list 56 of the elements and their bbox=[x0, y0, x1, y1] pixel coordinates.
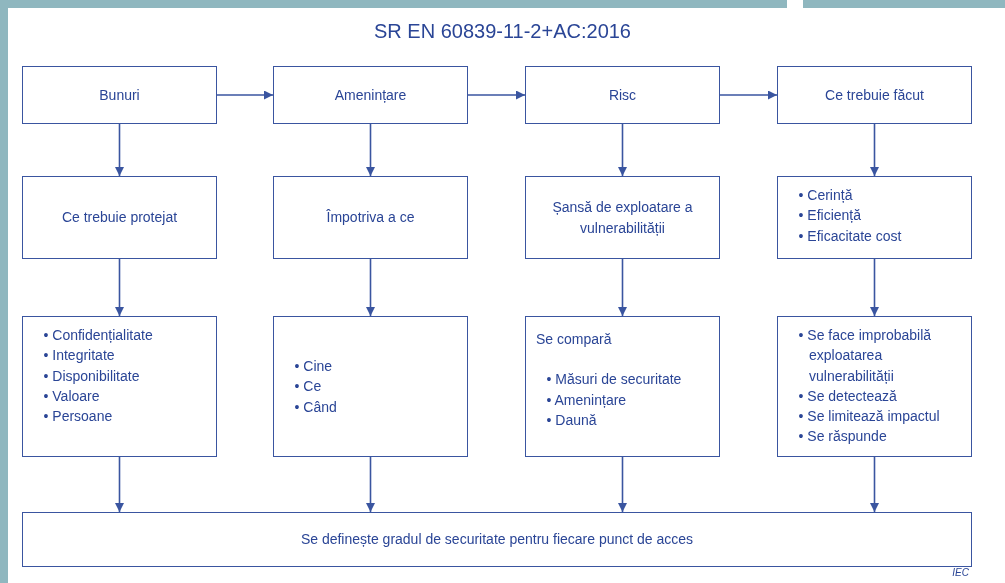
arrow bbox=[216, 90, 274, 100]
box-text: • Daună bbox=[545, 410, 598, 430]
arrow bbox=[618, 456, 627, 513]
process-box bbox=[273, 316, 468, 457]
box-text: • Persoane bbox=[42, 407, 114, 427]
box-text: Ce trebuie făcut bbox=[825, 85, 924, 105]
process-box bbox=[777, 176, 972, 259]
process-box bbox=[273, 176, 468, 259]
arrow bbox=[366, 456, 375, 513]
arrow bbox=[115, 258, 124, 317]
process-box bbox=[22, 316, 217, 457]
process-box bbox=[273, 66, 468, 124]
box-text: Se definește gradul de securitate pentru fiecare punct de acces bbox=[300, 530, 694, 550]
box-text: Amenințare bbox=[334, 85, 407, 105]
box-text: Bunuri bbox=[99, 85, 140, 105]
box-text: • Se detectează bbox=[797, 386, 897, 406]
box-text: • Se limitează impactul bbox=[797, 407, 940, 427]
box-text: • Se răspunde bbox=[797, 427, 887, 447]
arrow bbox=[618, 123, 627, 177]
process-box bbox=[525, 66, 720, 124]
box-text: Risc bbox=[608, 85, 637, 105]
process-box bbox=[525, 316, 720, 457]
process-box bbox=[22, 176, 217, 259]
box-text: • Eficiență bbox=[797, 206, 862, 226]
box-text: Ce trebuie protejat bbox=[61, 208, 178, 228]
arrow bbox=[618, 258, 627, 317]
arrow bbox=[115, 456, 124, 513]
arrow bbox=[467, 90, 526, 100]
box-text: • Valoare bbox=[42, 386, 101, 406]
box-text: • Integritate bbox=[42, 346, 116, 366]
process-box bbox=[22, 512, 972, 567]
process-box bbox=[525, 176, 720, 259]
box-text: Împotriva a ce bbox=[326, 208, 415, 228]
arrow bbox=[870, 123, 879, 177]
box-text: • Se face improbabilă exploatarea vulnerabilității bbox=[797, 326, 933, 386]
box-text: • Disponibilitate bbox=[42, 366, 141, 386]
box-text: Se compară bbox=[536, 330, 612, 349]
box-text: • Când bbox=[293, 397, 338, 417]
box-text: • Măsuri de securitate bbox=[545, 370, 682, 390]
box-text: • Confidențialitate bbox=[42, 326, 154, 345]
box-text: • Eficacitate cost bbox=[797, 226, 902, 246]
arrow bbox=[870, 456, 879, 513]
process-box bbox=[22, 66, 217, 124]
box-text: • Amenințare bbox=[545, 390, 628, 410]
arrow bbox=[115, 123, 124, 177]
box-text: • Cerință bbox=[797, 186, 854, 205]
process-box bbox=[777, 316, 972, 457]
box-text: • Cine bbox=[293, 357, 334, 377]
arrow bbox=[719, 90, 778, 100]
process-box bbox=[777, 66, 972, 124]
box-text: • Ce bbox=[293, 377, 323, 397]
arrow bbox=[870, 258, 879, 317]
box-text: Șansă de exploatare a vulnerabilității bbox=[551, 198, 694, 238]
arrow bbox=[366, 258, 375, 317]
diagram-title: SR EN 60839-11-2+AC:2016 bbox=[373, 20, 632, 43]
arrow bbox=[366, 123, 375, 177]
